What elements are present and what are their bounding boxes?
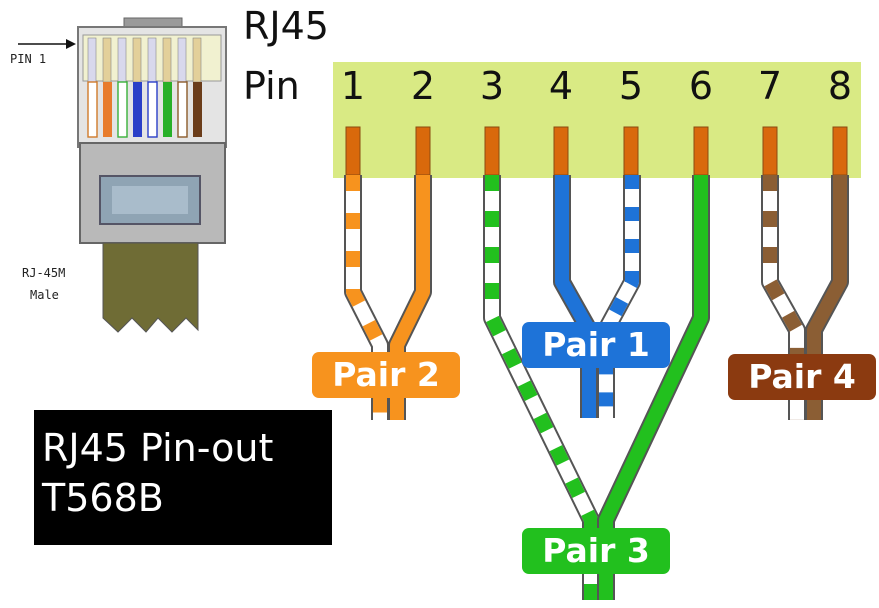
pin-number-6: 6 — [688, 64, 714, 108]
rj45-connector-illustration — [18, 17, 227, 333]
pin-contact-4 — [553, 126, 569, 176]
pin-number-1: 1 — [340, 64, 366, 108]
pin-number-8: 8 — [827, 64, 853, 108]
pair-1-wires — [553, 175, 641, 418]
pin-contact-6 — [693, 126, 709, 176]
pair-1-label: Pair 1 — [522, 322, 670, 368]
title-line-1: RJ45 Pin-out — [42, 426, 274, 470]
pin-contact-1 — [345, 126, 361, 176]
pin-contacts — [345, 126, 848, 176]
title-box: RJ45 Pin-out T568B — [34, 410, 332, 545]
pin-number-2: 2 — [410, 64, 436, 108]
pin-contact-5 — [623, 126, 639, 176]
pair-2-label: Pair 2 — [312, 352, 460, 398]
pair-4-label: Pair 4 — [728, 354, 876, 400]
pin-contact-3 — [484, 126, 500, 176]
pin-number-4: 4 — [548, 64, 574, 108]
pin-contact-7 — [762, 126, 778, 176]
header-pin: Pin — [243, 64, 300, 108]
pin-number-7: 7 — [757, 64, 783, 108]
pin-contact-2 — [415, 126, 431, 176]
pin1-label: PIN 1 — [10, 52, 47, 66]
title-line-2: T568B — [42, 476, 164, 520]
pin-contact-8 — [832, 126, 848, 176]
connector-model-line2: Male — [30, 288, 59, 302]
pair-3-label: Pair 3 — [522, 528, 670, 574]
connector-model-line1: RJ-45M — [22, 266, 66, 280]
pin-number-5: 5 — [618, 64, 644, 108]
header-rj45: RJ45 — [243, 4, 329, 48]
pin-number-3: 3 — [479, 64, 505, 108]
